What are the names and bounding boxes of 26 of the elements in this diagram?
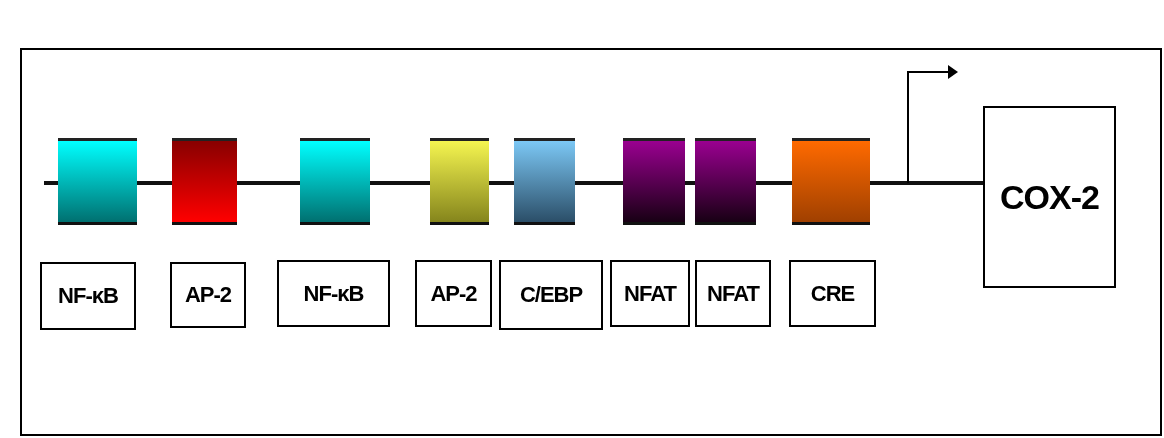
binding-site-label: NFAT [695,260,771,327]
binding-site-box [172,138,237,225]
binding-site-label: AP-2 [170,262,246,328]
dna-line [489,181,514,185]
binding-site-box [792,138,870,225]
dna-line [870,181,983,185]
binding-site-box [695,138,756,225]
binding-site-label: AP-2 [415,260,492,327]
dna-line [575,181,623,185]
dna-line [756,181,792,185]
binding-site-box [623,138,685,225]
binding-site-label: C/EBP [499,260,603,330]
binding-site-label: NF-κB [40,262,136,330]
dna-line [137,181,172,185]
dna-line [685,181,695,185]
binding-site-label: NF-κB [277,260,390,327]
binding-site-label: CRE [789,260,876,327]
binding-site-box [300,138,370,225]
binding-site-label: NFAT [610,260,690,327]
binding-site-box [514,138,575,225]
binding-site-box [430,138,489,225]
binding-site-box [58,138,137,225]
gene-box: COX-2 [983,106,1116,288]
dna-line [44,181,58,185]
dna-line [237,181,300,185]
dna-line [370,181,430,185]
